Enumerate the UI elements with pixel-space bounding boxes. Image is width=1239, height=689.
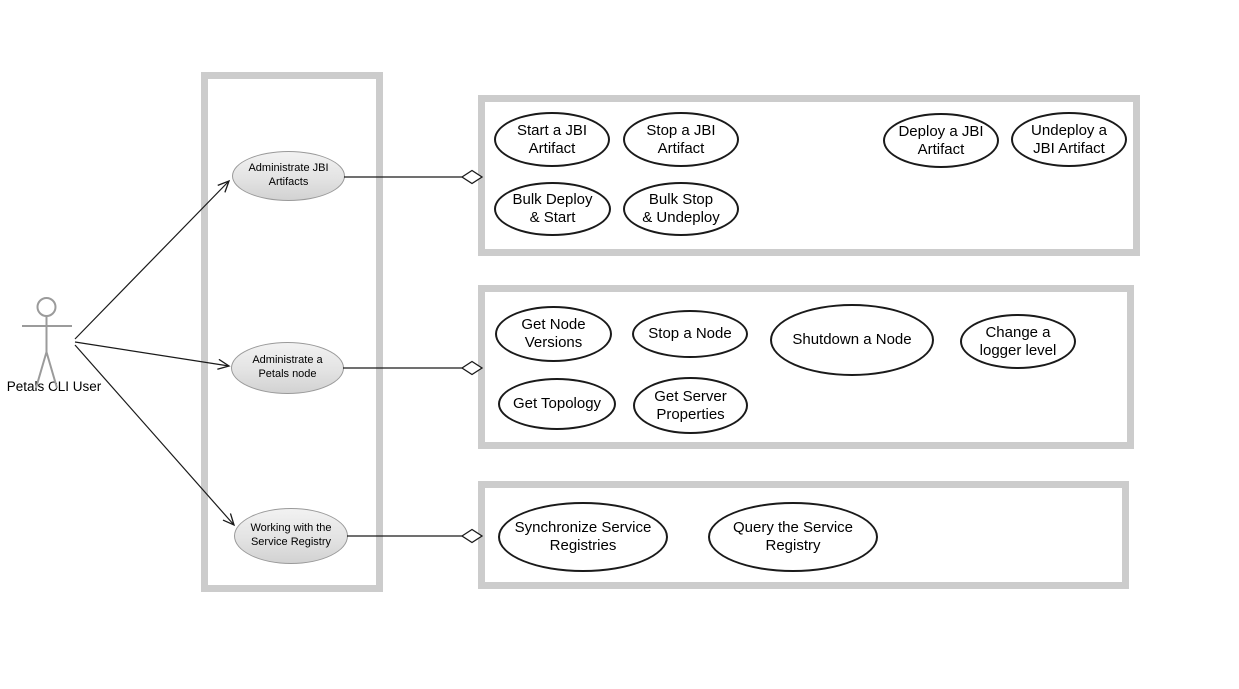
usecase-label: Get Topology: [512, 395, 602, 413]
usecase-label: Deploy a JBI Artifact: [898, 122, 984, 158]
usecase-label: Start a JBI Artifact: [516, 121, 588, 157]
usecase-ellipse-change-logger-level: Change a logger level: [960, 314, 1076, 369]
usecase-ellipse-synchronize-service-registries: Synchronize Service Registries: [498, 502, 668, 572]
usecase-ellipse-bulk-deploy-start: Bulk Deploy & Start: [494, 182, 611, 236]
category-label: Administrate JBI Artifacts: [248, 162, 329, 188]
usecase-label: Query the Service Registry: [732, 519, 854, 554]
actor-icon: [22, 297, 72, 389]
usecase-ellipse-shutdown-a-node: Shutdown a Node: [770, 304, 934, 376]
category-ellipse-working-with-service-registry: Working with the Service Registry: [234, 508, 348, 564]
usecase-label: Get Server Properties: [654, 387, 727, 423]
usecase-ellipse-get-node-versions: Get Node Versions: [495, 306, 612, 362]
usecase-label: Stop a Node: [648, 325, 732, 343]
usecase-ellipse-deploy-jbi-artifact: Deploy a JBI Artifact: [883, 113, 999, 168]
category-label: Working with the Service Registry: [250, 522, 332, 548]
category-ellipse-administrate-jbi-artifacts: Administrate JBI Artifacts: [232, 151, 345, 201]
usecase-label: Change a logger level: [979, 323, 1057, 359]
category-label: Administrate a Petals node: [252, 354, 323, 380]
usecase-ellipse-get-server-properties: Get Server Properties: [633, 377, 748, 434]
usecase-label: Synchronize Service Registries: [514, 519, 652, 554]
usecase-ellipse-bulk-stop-undeploy: Bulk Stop & Undeploy: [623, 182, 739, 236]
category-ellipse-administrate-petals-node: Administrate a Petals node: [231, 342, 344, 394]
usecase-label: Bulk Stop & Undeploy: [642, 191, 720, 226]
usecase-ellipse-stop-a-node: Stop a Node: [632, 310, 748, 358]
usecase-ellipse-get-topology: Get Topology: [498, 378, 616, 430]
usecase-ellipse-stop-jbi-artifact: Stop a JBI Artifact: [623, 112, 739, 167]
actor-label: Petals CLI User: [6, 379, 102, 394]
usecase-label: Stop a JBI Artifact: [646, 121, 716, 157]
usecase-ellipse-undeploy-jbi-artifact: Undeploy a JBI Artifact: [1011, 112, 1127, 167]
usecase-label: Undeploy a JBI Artifact: [1031, 121, 1107, 157]
usecase-label: Shutdown a Node: [792, 331, 912, 349]
usecase-label: Get Node Versions: [521, 316, 586, 351]
usecase-ellipse-start-jbi-artifact: Start a JBI Artifact: [494, 112, 610, 167]
usecase-label: Bulk Deploy & Start: [512, 191, 593, 226]
usecase-ellipse-query-service-registry: Query the Service Registry: [708, 502, 878, 572]
